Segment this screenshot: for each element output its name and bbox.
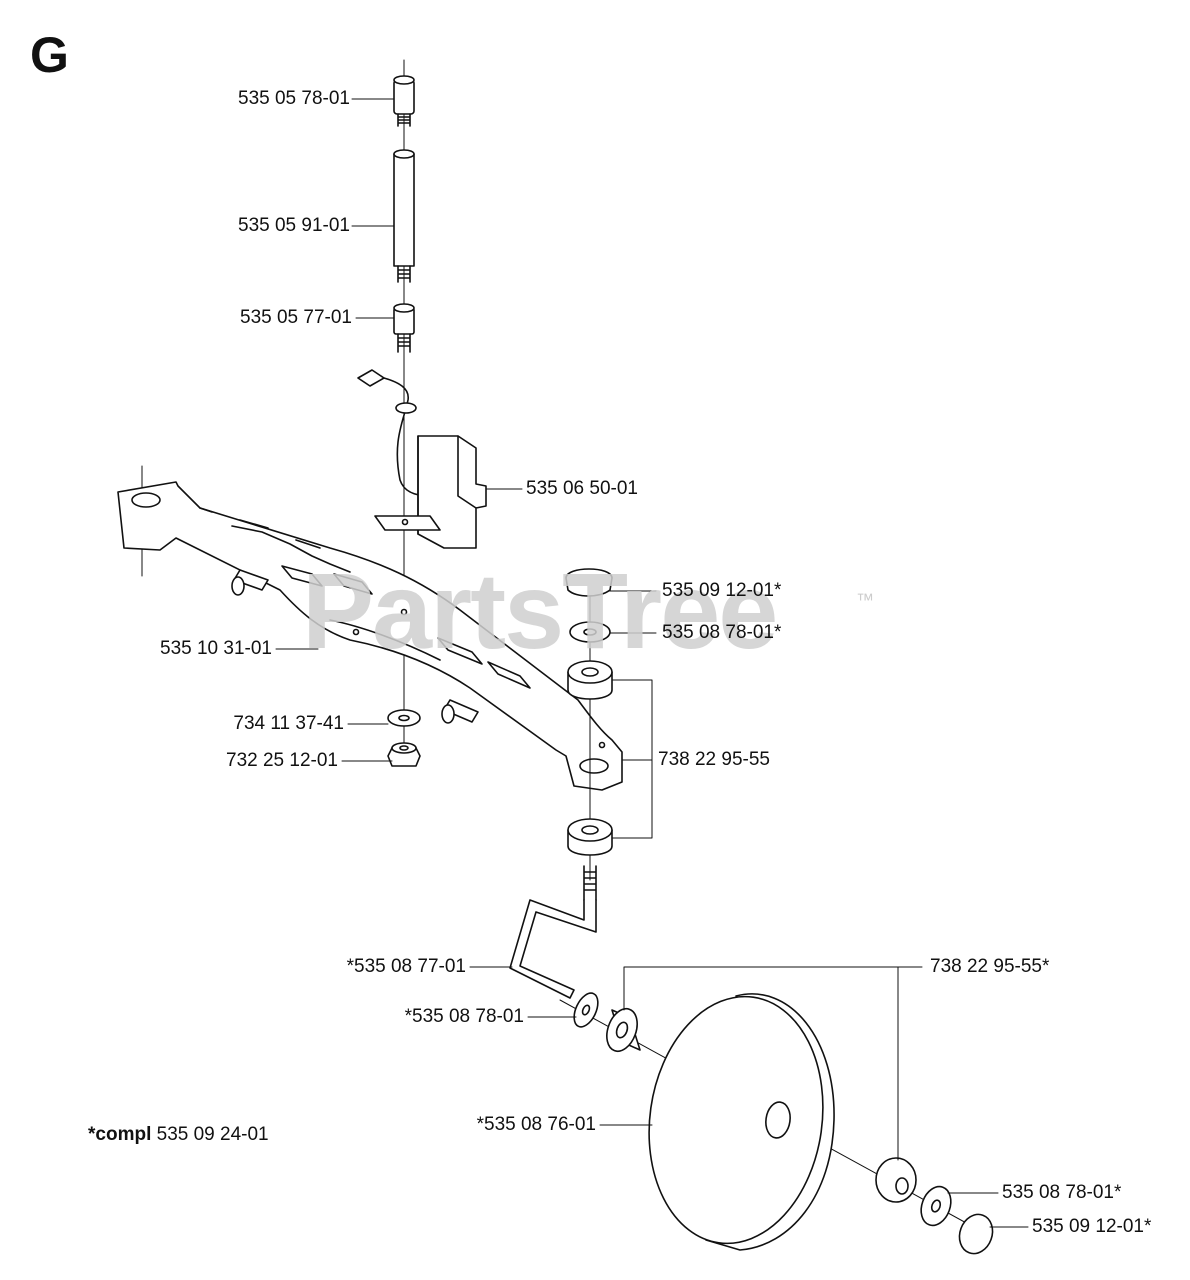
washer-lower bbox=[387, 709, 421, 727]
washer-wheel-left bbox=[573, 992, 599, 1028]
bearing-top bbox=[567, 660, 613, 700]
part-label-p4: 535 06 50-01 bbox=[526, 478, 638, 499]
axle-frame bbox=[117, 465, 623, 791]
spacer-short bbox=[393, 303, 415, 353]
part-label-p14: *535 08 76-01 bbox=[476, 1114, 596, 1135]
part-label-p6: 535 08 78-01* bbox=[662, 622, 782, 643]
bearing-bottom bbox=[567, 818, 613, 856]
section-letter: G bbox=[30, 27, 69, 83]
complete-kit-prefix: *compl bbox=[88, 1124, 152, 1145]
part-label-p15: 535 08 78-01* bbox=[1002, 1182, 1122, 1203]
part-label-p3: 535 05 77-01 bbox=[240, 307, 352, 328]
washer-top bbox=[569, 621, 611, 643]
part-label-p11: *535 08 77-01 bbox=[346, 956, 466, 977]
cap-wheel-right bbox=[958, 1213, 994, 1255]
leader-lines bbox=[275, 98, 1029, 1228]
spacer-top bbox=[393, 75, 415, 127]
part-label-p13: *535 08 78-01 bbox=[404, 1006, 524, 1027]
complete-kit-note: *compl 535 09 24-01 bbox=[88, 1124, 269, 1146]
bearing-wheel-right bbox=[875, 1157, 917, 1203]
sensor-switch bbox=[357, 369, 487, 549]
wheel bbox=[648, 993, 835, 1251]
cap-top bbox=[565, 568, 613, 597]
part-label-p10: 738 22 95-55 bbox=[658, 749, 770, 770]
watermark-trademark: ™ bbox=[856, 590, 874, 610]
complete-kit-number: 535 09 24-01 bbox=[156, 1124, 269, 1145]
washer-wheel-right bbox=[920, 1185, 952, 1227]
watermark: PartsTree bbox=[302, 550, 778, 671]
shaft-long bbox=[393, 149, 415, 283]
part-label-p16: 535 09 12-01* bbox=[1032, 1216, 1152, 1237]
part-label-p8: 734 11 37-41 bbox=[233, 713, 344, 734]
part-label-p12: 738 22 95-55* bbox=[930, 956, 1050, 977]
part-label-p1: 535 05 78-01 bbox=[238, 88, 350, 109]
part-label-p2: 535 05 91-01 bbox=[238, 215, 350, 236]
part-label-p7: 535 10 31-01 bbox=[160, 638, 272, 659]
nut-lower bbox=[387, 742, 421, 767]
part-label-p9: 732 25 12-01 bbox=[226, 750, 338, 771]
bearing-wheel-left bbox=[606, 1007, 641, 1053]
part-label-p5: 535 09 12-01* bbox=[662, 580, 782, 601]
caster-rod bbox=[509, 865, 597, 999]
